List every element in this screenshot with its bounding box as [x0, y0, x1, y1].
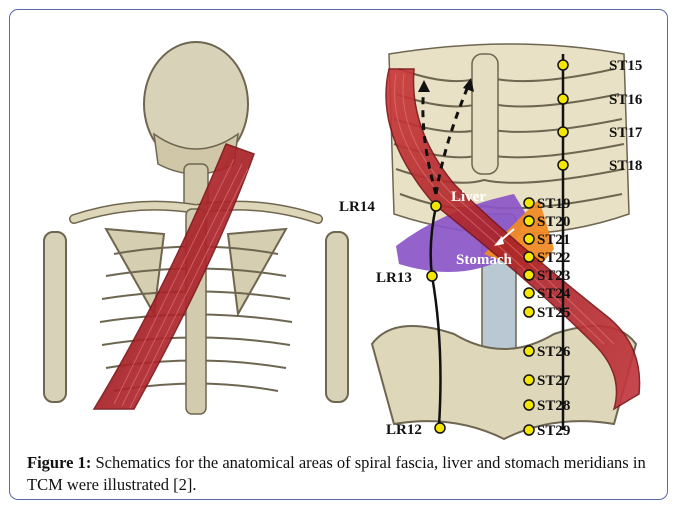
point-label: ST23 [537, 268, 570, 284]
point-label: ST21 [537, 232, 570, 248]
point-label: ST25 [537, 305, 570, 321]
point-label: ST18 [609, 158, 642, 174]
point-label: ST16 [609, 92, 643, 108]
point-label: ST15 [609, 58, 642, 74]
point-label: ST28 [537, 398, 570, 414]
point-label: ST24 [537, 286, 571, 302]
point-label: LR13 [376, 270, 412, 286]
figure-caption: Figure 1: Schematics for the anatomical … [27, 452, 653, 496]
point-label: ST22 [537, 250, 570, 266]
point-label: LR12 [386, 422, 422, 438]
posterior-skeleton [44, 42, 348, 414]
point-label: LR14 [339, 199, 375, 215]
point-label: ST20 [537, 214, 570, 230]
spiral-muscle-posterior [94, 144, 254, 409]
stomach-label: Stomach [456, 252, 512, 268]
point-label: ST19 [537, 196, 570, 212]
figure-illustration: Liver Stomach LR14 LR13 LR12 ST15 ST16 S… [14, 14, 665, 444]
liver-label: Liver [451, 189, 486, 205]
point-label: ST29 [537, 423, 570, 439]
point-label: ST17 [609, 125, 643, 141]
point-label: ST26 [537, 344, 571, 360]
point-label: ST27 [537, 373, 571, 389]
anterior-skeleton [372, 44, 640, 439]
caption-label: Figure 1: [27, 453, 91, 472]
caption-text: Schematics for the anatomical areas of s… [27, 453, 646, 494]
